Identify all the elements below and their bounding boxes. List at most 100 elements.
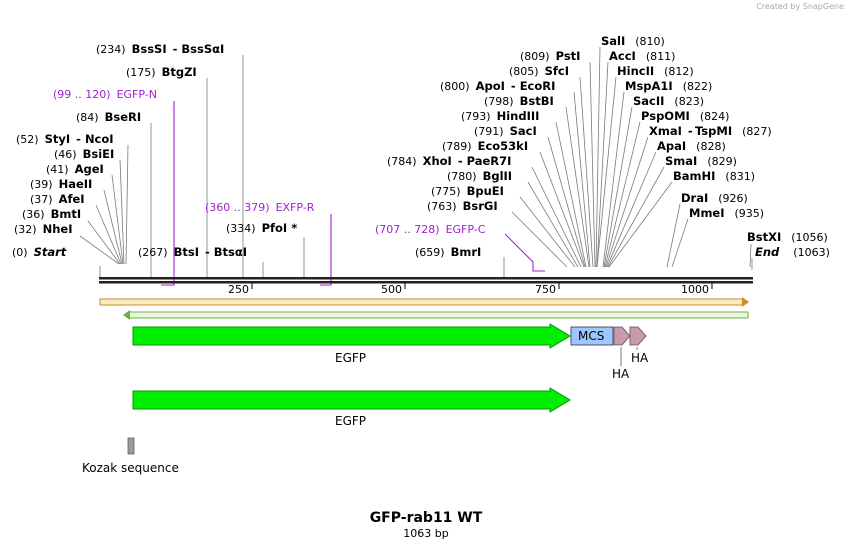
sequence-bottom-strand [99,281,753,284]
site-mmei: MmeI(935) [689,206,764,220]
leader-xhoi [531,166,582,268]
tick-label-750: 750 [535,283,556,296]
site-bsiei: (46)BsiEI [54,147,114,161]
site-nhei: (32)NheI [14,222,72,236]
leader-hincii [596,76,617,268]
leader-bsrgi [511,211,568,268]
site-xmai: XmaI-TspMI(827) [649,124,772,138]
site-bstbi: (798)BstBI [484,94,554,108]
site-sacii: SacII(823) [633,94,704,108]
site-apai: ApaI(828) [657,139,726,153]
site-bpuei: (775)BpuEI [431,184,504,198]
site-hindiii: (793)HindIII [461,109,539,123]
leader-bpuei [519,196,576,268]
site-psti: (809)PstI [520,49,580,63]
site-start: (0)Start [12,245,67,259]
site-saci: (791)SacI [474,124,537,138]
map-size: 1063 bp [403,527,449,540]
site-bstxi: BstXI(1056) [747,230,828,244]
leader-drai [666,203,681,268]
leader-eco53ki [539,151,585,268]
leader-hindiii [555,121,587,268]
leader-nhei [79,235,120,265]
feature-ha-1-chevron [613,326,631,346]
site-afei: (37)AfeI [30,192,85,206]
site-haeii: (39)HaeII [30,177,92,191]
leader-smai [607,166,665,268]
site-bmri: (659)BmrI [415,245,481,259]
feature-egfp-label: EGFP [335,351,366,365]
map-title: GFP-rab11 WT [369,510,483,526]
tick-label-1000: 1000 [681,283,709,296]
site-mspa1i: MspA1I(822) [625,79,712,93]
tick-label-500: 500 [381,283,402,296]
feature-kozak-box [127,437,135,455]
primer-egfp-n-leader [161,101,175,286]
site-styi: (52)StyI-NcoI [16,132,114,146]
site-sfci: (805)SfcI [509,64,569,78]
leader-mmei [671,218,689,268]
feature-ha-1-label: HA [612,367,630,381]
leader-styi [125,144,129,265]
feature-mcs-label: MCS [578,329,604,343]
primer-exfp-r-leader [320,214,332,286]
credit-text: Created by SnapGene [756,2,844,11]
site-btgzi: (175)BtgZI [126,65,197,79]
feature-ha-2-label: HA [631,351,649,365]
site-drai: DraI(926) [681,191,748,205]
site-xhoi: (784)XhoI-PaeR7I [387,154,511,168]
site-eco53ki: (789)Eco53kI [442,139,528,153]
orf-forward-bar [99,298,745,306]
feature-egfp-arrow [132,323,571,349]
site-apoi: (800)ApoI-EcoRI [440,79,555,93]
site-bglii: (780)BglII [447,169,512,183]
leader-bamhi [608,181,673,268]
site-end: End(1063) [755,245,830,259]
leader-saci [547,136,586,268]
site-bmti: (36)BmtI [22,207,81,221]
orf-reverse-arrowhead [123,310,130,320]
primer-exfp-r: (360 .. 379)EXFP-R [205,201,315,214]
sequence-ruler: 250 500 750 1000 [99,277,753,296]
primer-egfp-c: (707 .. 728)EGFP-C [375,223,486,236]
feature-kozak-label: Kozak sequence [82,461,179,475]
site-bsrgi: (763)BsrGI [427,199,498,213]
leader-agei [111,174,124,265]
leader-sfci [579,76,594,268]
leader-bsiei [119,159,125,265]
feature-mcs-box [570,326,614,346]
leader-afei [95,204,122,265]
feature-egfp-2-arrow [132,387,571,413]
leader-bstxi [749,243,752,268]
primer-egfp-n: (99 .. 120)EGFP-N [53,88,157,101]
site-hincii: HincII(812) [617,64,694,78]
site-bamhi: BamHI(831) [673,169,755,183]
primer-egfp-c-leader [504,233,545,272]
site-agei: (41)AgeI [46,162,104,176]
leader-apai [606,151,657,268]
site-btsi: (267)BtsI-BtsαI [138,245,247,259]
feature-ha-2-chevron [629,326,647,346]
site-pspomi: PspOMI(824) [641,109,729,123]
leader-haeii [103,189,123,265]
site-pfoi: (334)PfoI * [226,221,297,235]
site-bsssi: (234)BssSI-BssSαI [96,42,224,56]
site-leaders [79,46,753,278]
leader-xmai [605,136,649,268]
leader-sali [595,46,601,268]
leader-sacii [603,106,633,268]
leader-apoi [573,91,591,268]
site-sali: SalI(810) [601,34,665,48]
site-labels: (0)Start (32)NheI (36)BmtI (37)AfeI (39)… [12,34,830,259]
leader-mspa1i [602,91,625,268]
site-acci: AccI(811) [609,49,675,63]
leader-bstbi [565,106,590,268]
tick-label-250: 250 [228,283,249,296]
orf-tracks [99,297,749,320]
leader-bmti [87,220,121,265]
leader-bglii [527,181,579,268]
orf-forward-arrowhead [742,297,749,307]
primers: (99 .. 120)EGFP-N (360 .. 379)EXFP-R (70… [53,88,545,286]
